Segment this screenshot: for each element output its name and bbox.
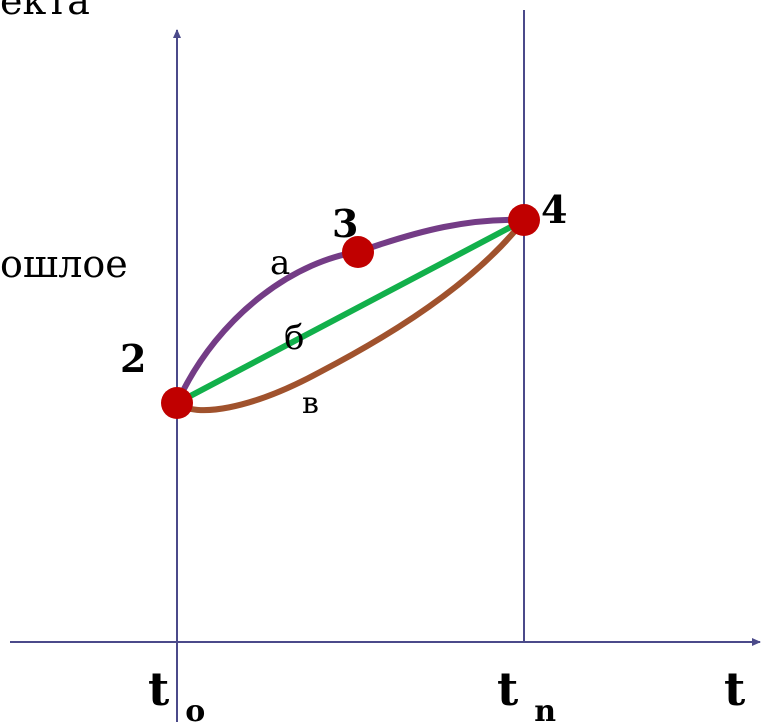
point-2-marker <box>161 387 193 419</box>
point-4-marker <box>508 204 540 236</box>
path-b-label: б <box>284 318 304 358</box>
path-a-label: а <box>270 243 290 283</box>
point-2-label: 2 <box>120 336 146 381</box>
left-text-fragment: ошлое <box>0 242 128 286</box>
path-v-curve <box>174 217 527 414</box>
path-b-line <box>174 217 527 406</box>
point-4-label: 4 <box>541 187 567 232</box>
point-3-label: 3 <box>332 201 358 246</box>
tn-label-main: t <box>497 662 519 716</box>
tn-label: t n <box>497 662 556 727</box>
tn-label-subscript: n <box>534 694 556 727</box>
point-3-marker <box>342 236 374 268</box>
t0-label-main: t <box>148 662 170 716</box>
t0-label: t o <box>148 662 205 727</box>
top-text-fragment: екта <box>0 0 90 23</box>
t-axis-label: t <box>724 662 746 716</box>
path-v-label: в <box>302 386 319 421</box>
t0-label-subscript: o <box>185 694 205 727</box>
